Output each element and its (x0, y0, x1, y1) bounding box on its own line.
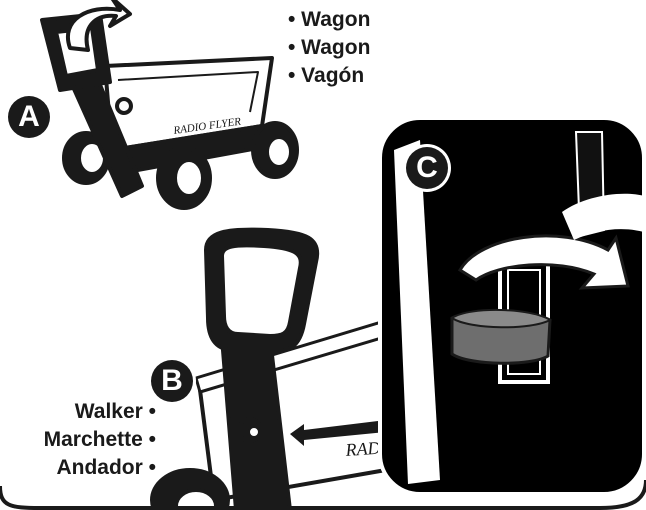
step-c-badge: C (406, 147, 448, 189)
step-b-badge: B (151, 360, 193, 402)
step-a-badge: A (8, 96, 50, 138)
wagon-label-fr: • Wagon (288, 34, 370, 62)
wagon-label-list: • Wagon • Wagon • Vagón (288, 6, 370, 90)
wagon-walker-mode-illustration (42, 0, 297, 208)
walker-label-en: Walker • (44, 398, 156, 426)
walker-label-es: Andador • (44, 454, 156, 482)
wagon-label-en: • Wagon (288, 6, 370, 34)
walker-label-list: Walker • Marchette • Andador • (44, 398, 156, 482)
walker-label-fr: Marchette • (44, 426, 156, 454)
wagon-label-es: • Vagón (288, 62, 370, 90)
